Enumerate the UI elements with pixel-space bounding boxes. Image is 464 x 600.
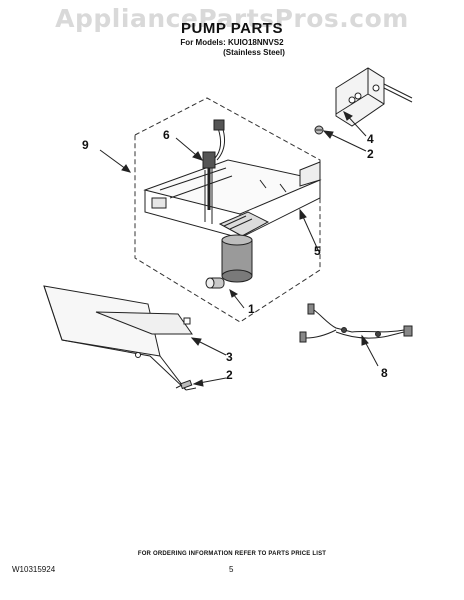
access-cover	[43, 285, 197, 391]
page-title: PUMP PARTS	[181, 20, 283, 37]
callout-2-upper: 2	[367, 147, 374, 161]
callout-5: 5	[314, 244, 321, 258]
finish-line: (Stainless Steel)	[223, 48, 285, 57]
pump-body	[205, 234, 253, 289]
screw-lower	[175, 379, 193, 390]
assembly-outline	[134, 97, 321, 323]
model-info: For Models: KUIO18NNVS2 (Stainless Steel…	[0, 38, 464, 58]
callout-3: 3	[226, 350, 233, 364]
float-switch	[202, 119, 226, 210]
mounting-bracket	[335, 67, 413, 127]
pump-tray	[143, 159, 322, 239]
callout-8: 8	[381, 366, 388, 380]
callout-9: 9	[82, 138, 89, 152]
models-line: For Models: KUIO18NNVS2	[180, 38, 284, 47]
callout-4: 4	[367, 132, 374, 146]
page-number: 5	[229, 565, 234, 574]
watermark: AppliancePartsPros.com	[55, 4, 409, 33]
leader-lines	[99, 110, 379, 387]
callout-1: 1	[248, 302, 255, 316]
callout-2-lower: 2	[226, 368, 233, 382]
screw-upper	[314, 125, 324, 135]
ordering-note: FOR ORDERING INFORMATION REFER TO PARTS …	[137, 551, 327, 557]
wire-harness	[299, 303, 413, 343]
callout-6: 6	[163, 128, 170, 142]
document-id: W10315924	[12, 565, 56, 574]
